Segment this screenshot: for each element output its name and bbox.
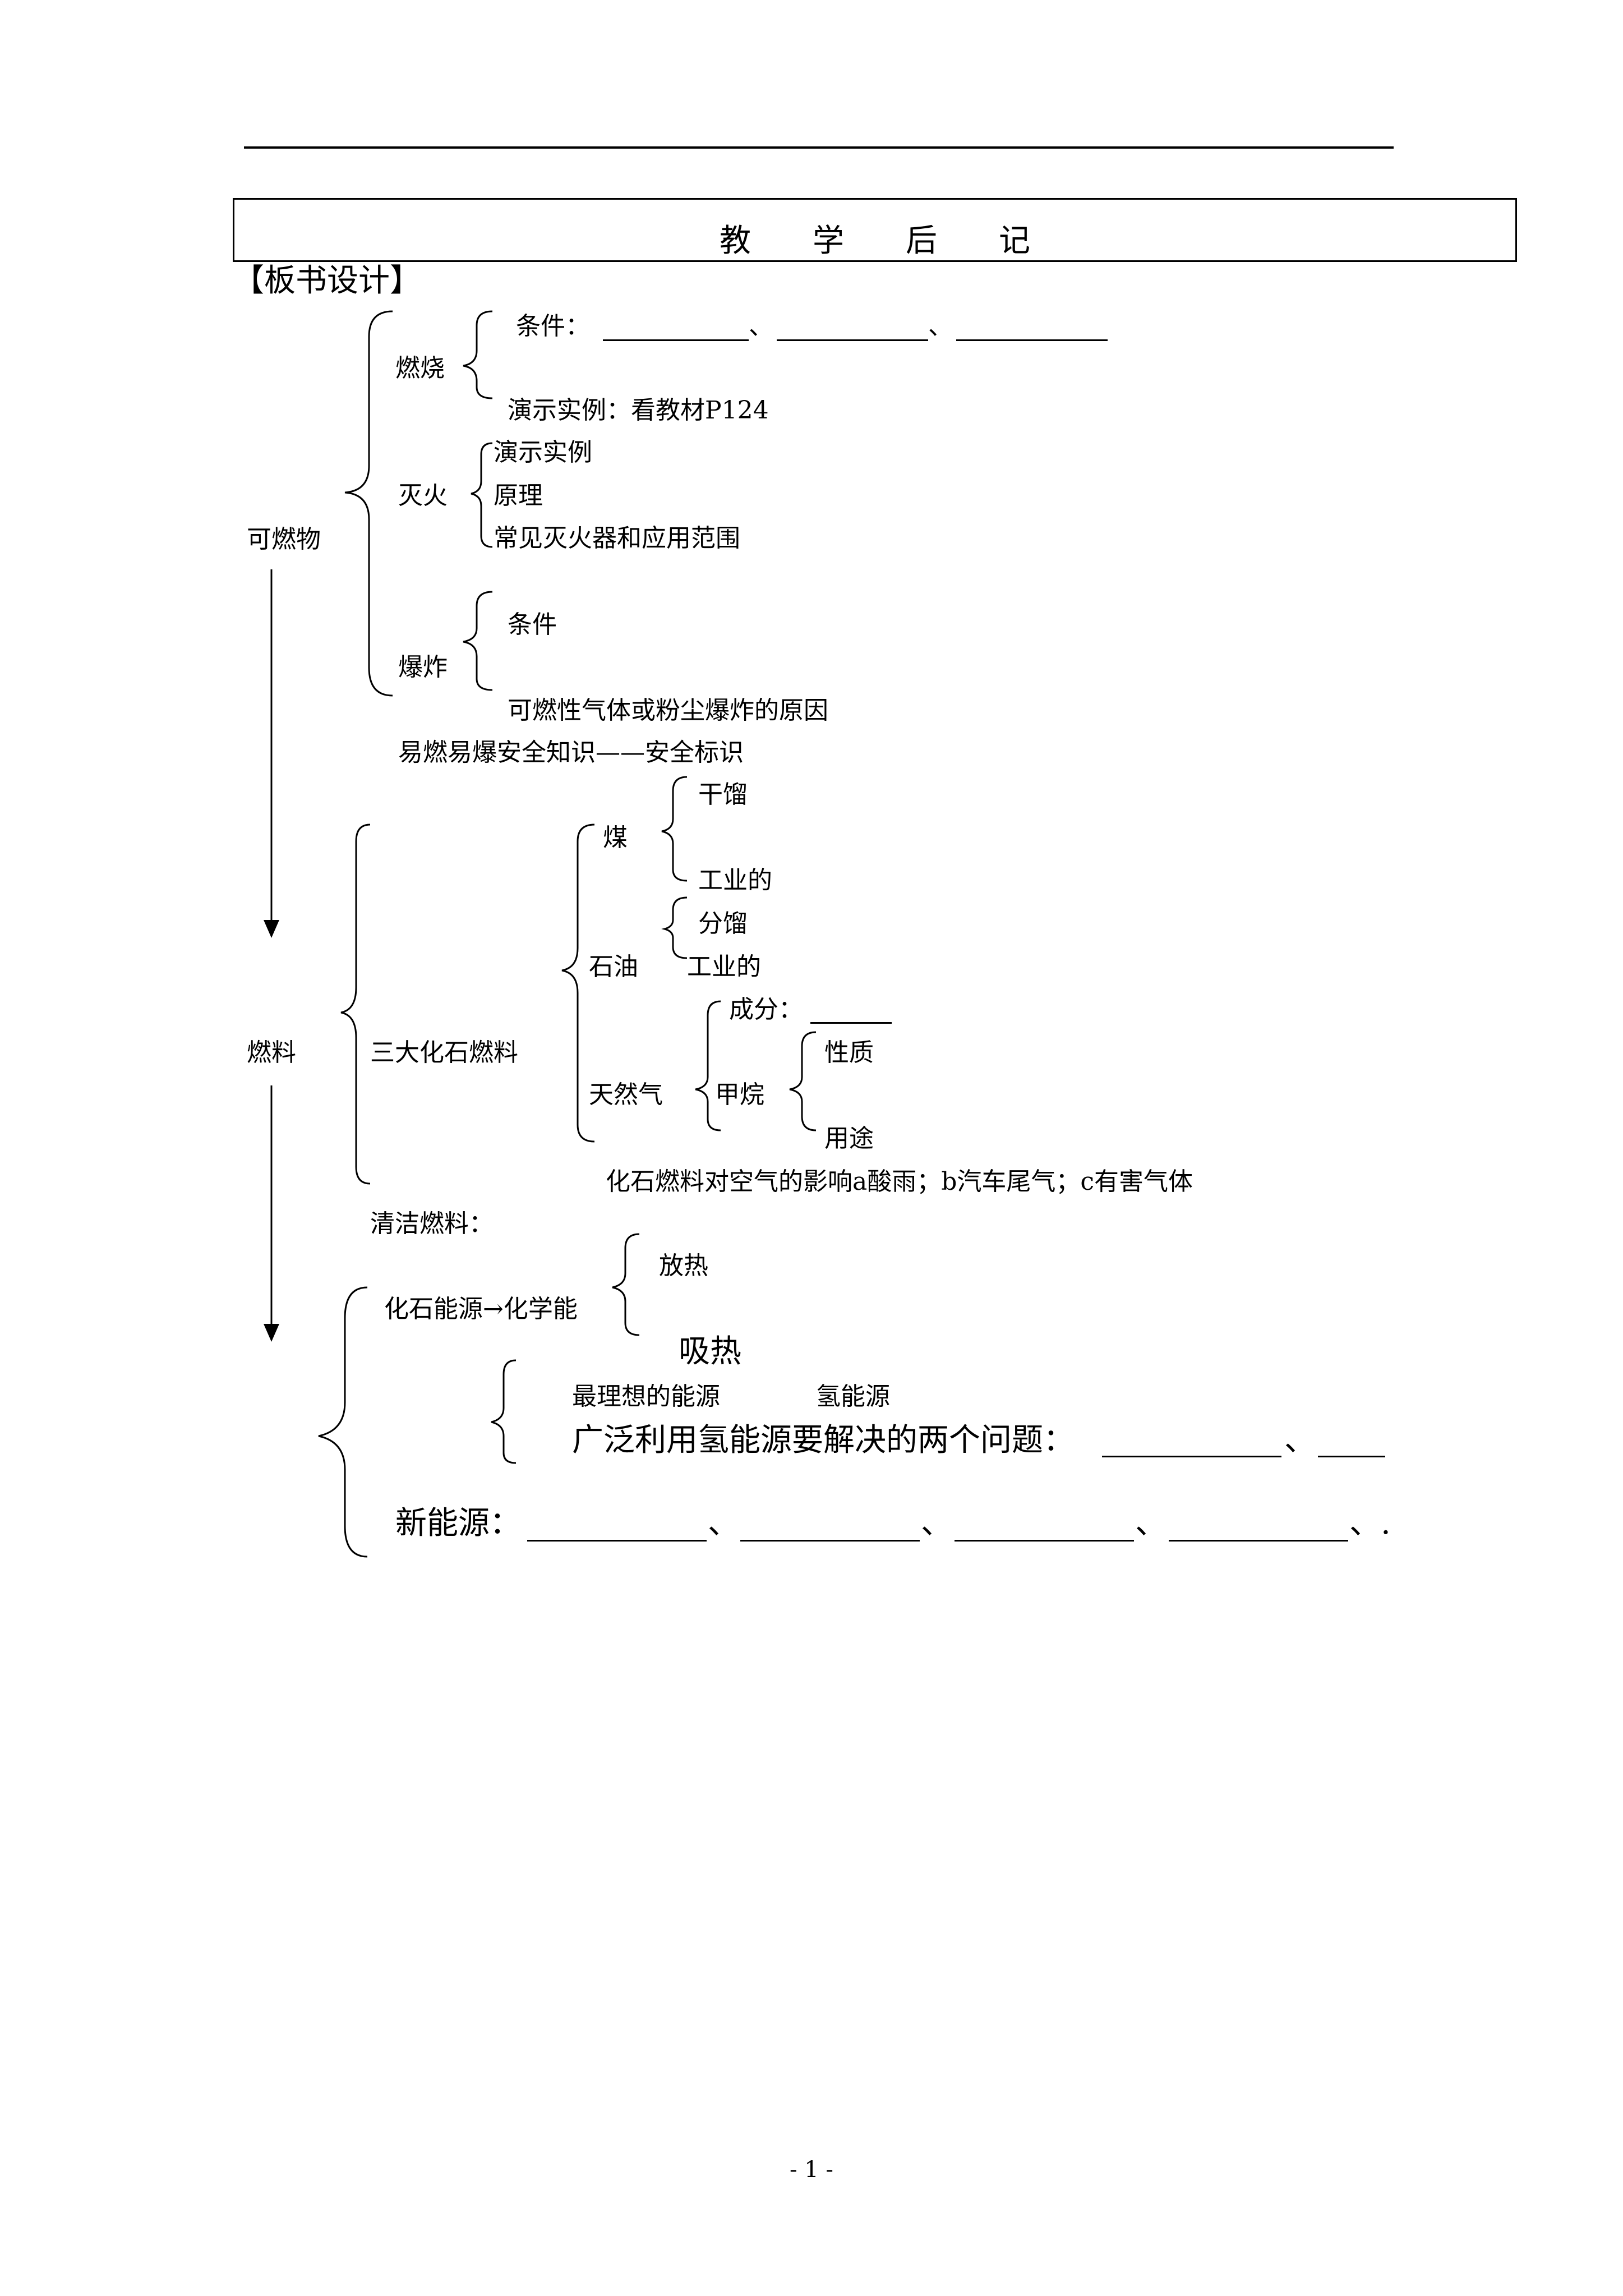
separator: 、 [1135, 1505, 1166, 1542]
gas-component: 成分： [729, 995, 803, 1024]
header-box: 教学后记 [233, 198, 1517, 262]
clean-fuel: 清洁燃料： [370, 1209, 494, 1238]
header-rule [244, 146, 1394, 149]
node-methane: 甲烷 [715, 1080, 764, 1109]
blank-line [740, 1540, 920, 1542]
extinguish-tools: 常见灭火器和应用范围 [494, 524, 740, 553]
combustion-demo: 演示实例：看教材P124 [508, 396, 769, 425]
ideal-energy: 最理想的能源 [572, 1382, 720, 1411]
blank-line [777, 339, 928, 341]
brace-energy [318, 1286, 368, 1558]
explosion-reason: 可燃性气体或粉尘爆炸的原因 [508, 696, 828, 725]
new-energy: 新能源： [395, 1505, 521, 1542]
blank-line [1318, 1456, 1385, 1457]
coal-industry: 工业的 [698, 866, 772, 895]
safety-knowledge: 易燃易爆安全知识——安全标识 [398, 738, 744, 767]
node-explosion: 爆炸 [398, 653, 448, 682]
separator: 、. [1349, 1505, 1391, 1542]
combustion-condition: 条件： [516, 312, 590, 341]
arrow-head-2 [264, 1324, 279, 1342]
separator: 、 [928, 312, 953, 341]
separator: 、 [1284, 1422, 1316, 1458]
blank-line [955, 1540, 1134, 1542]
brace-fossil [561, 823, 595, 1143]
brace-methane [789, 1031, 817, 1131]
node-flammable: 可燃物 [247, 525, 321, 554]
brace-gas [695, 1000, 721, 1131]
blank-line [527, 1540, 707, 1542]
methane-property: 性质 [824, 1038, 874, 1067]
coal-dry-distillation: 干馏 [698, 780, 748, 809]
node-oil: 石油 [589, 953, 638, 981]
extinguish-principle: 原理 [494, 481, 543, 510]
blank-line [603, 339, 749, 341]
extinguish-demo: 演示实例 [494, 438, 592, 467]
heat-absorb: 吸热 [679, 1333, 741, 1370]
heat-release: 放热 [659, 1251, 708, 1280]
header-title: 教学后记 [720, 223, 1092, 259]
blank-line [810, 1022, 892, 1024]
node-combustion: 燃烧 [395, 354, 445, 383]
brace-hydrogen [491, 1359, 517, 1464]
blank-line [1102, 1456, 1281, 1457]
brace-coal [661, 776, 688, 882]
page-number: - 1 - [790, 2157, 833, 2183]
node-extinguish: 灭火 [398, 481, 448, 510]
blank-line [1169, 1540, 1348, 1542]
brace-oil [661, 896, 688, 959]
node-natural-gas: 天然气 [589, 1080, 663, 1109]
hydrogen-problem: 广泛利用氢能源要解决的两个问题： [572, 1422, 1075, 1458]
fossil-energy: 化石能源→化学能 [384, 1295, 578, 1323]
brace-fuel [340, 823, 371, 1185]
separator: 、 [708, 1505, 739, 1542]
separator: 、 [921, 1505, 952, 1542]
brace-flammable [344, 310, 393, 697]
brace-heat [612, 1233, 640, 1336]
node-fuel: 燃料 [247, 1038, 296, 1067]
air-effect: 化石燃料对空气的影响a酸雨；b汽车尾气；c有害气体 [606, 1167, 1193, 1196]
section-label: 【板书设计】 [233, 263, 421, 299]
brace-explosion [463, 591, 493, 691]
node-fossil-fuels: 三大化石燃料 [370, 1038, 518, 1067]
blank-line [956, 339, 1108, 341]
arrow-head-1 [264, 920, 279, 938]
oil-industry: 工业的 [687, 953, 761, 981]
methane-use: 用途 [824, 1124, 874, 1153]
brace-extinguish [471, 442, 493, 548]
explosion-condition: 条件 [508, 610, 557, 639]
brace-combustion [463, 310, 493, 399]
oil-fractionation: 分馏 [698, 909, 748, 938]
node-coal: 煤 [603, 823, 628, 852]
hydrogen-energy: 氢能源 [816, 1382, 890, 1411]
separator: 、 [749, 312, 773, 341]
